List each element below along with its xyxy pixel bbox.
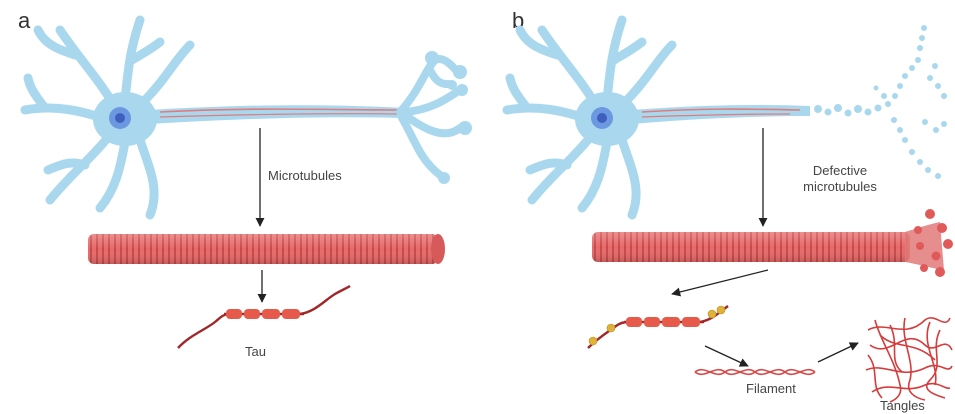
defective-label-line2: microtubules — [790, 179, 890, 195]
filament-label: Filament — [746, 381, 796, 397]
tangles-b — [866, 318, 952, 402]
tau-protein-a — [178, 286, 350, 348]
degenerating-terminal-b — [814, 25, 947, 179]
arrow-to-tau-b — [672, 270, 768, 294]
hyperphosphorylated-tau-b — [588, 306, 728, 348]
defective-label-line1: Defective — [790, 163, 890, 179]
microtubule-a — [88, 234, 445, 264]
tau-label: Tau — [245, 344, 266, 360]
arrow-to-filament-b — [705, 346, 748, 366]
filament-b — [695, 370, 815, 375]
defective-microtubule-b — [592, 209, 953, 277]
microtubules-label: Microtubules — [268, 168, 342, 184]
arrow-to-tangles-b — [818, 343, 858, 362]
tangles-label: Tangles — [880, 398, 925, 414]
defective-microtubules-label: Defective microtubules — [790, 163, 890, 195]
panel-a-neuron — [25, 20, 472, 215]
